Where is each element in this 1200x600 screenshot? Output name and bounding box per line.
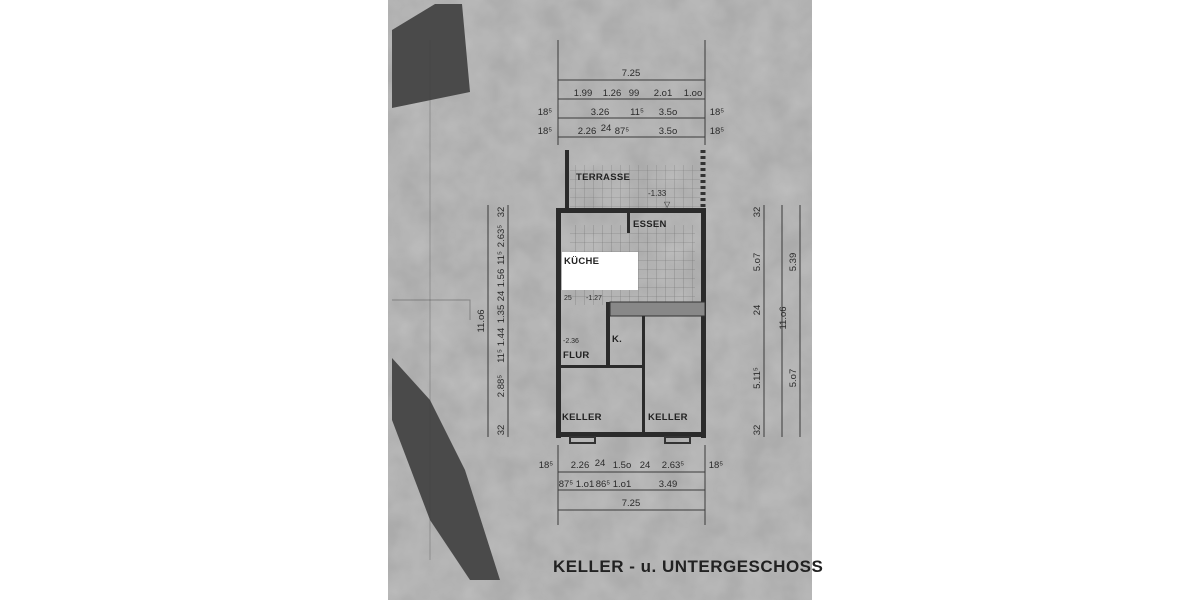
dim-label: 11⁵: [496, 251, 507, 265]
room-label-closet: K.: [612, 334, 622, 345]
dim-label: 99: [629, 88, 640, 99]
dim-label: 18⁵: [539, 460, 554, 471]
dim-label: 2.63⁵: [496, 225, 507, 247]
dim-label: 3.5o: [659, 126, 678, 137]
dim-top-overall: 7.25: [622, 68, 641, 79]
dim-label: 2.26: [578, 126, 597, 137]
level-hall: -2.36: [563, 338, 579, 345]
right-dimensions: 32 5.o7 24 5.11⁵ 32 11.o6 5.39 5.o7: [752, 205, 801, 437]
dim-label: 18⁵: [710, 126, 725, 137]
dim-label: 1.5o: [613, 460, 632, 471]
dim-label: 11⁵: [496, 349, 507, 363]
dim-label: 3.26: [591, 107, 610, 118]
dim-label: 5.39: [788, 253, 799, 272]
dim-label: 32: [752, 207, 763, 218]
dim-label: 1.44: [496, 328, 507, 347]
dim-label: 2.63⁵: [662, 460, 684, 471]
dim-label: 18⁵: [710, 107, 725, 118]
level-stair-top: -1.27: [586, 295, 602, 302]
dim-label: 24: [601, 123, 612, 134]
dim-label: 2.88⁵: [496, 375, 507, 397]
level-marker-icon: ▽: [664, 200, 671, 209]
room-label-cellar-right: KELLER: [648, 412, 688, 423]
dim-label: 2.o1: [654, 88, 673, 99]
dim-label: 18⁵: [538, 107, 553, 118]
drawing-title: KELLER - u. UNTERGESCHOSS: [553, 557, 823, 576]
dim-label: 1.99: [574, 88, 593, 99]
level-terrace: -1.33: [648, 189, 667, 198]
dim-label: 24: [752, 305, 763, 316]
dim-label: 32: [752, 425, 763, 436]
stair-width-label: 25: [564, 295, 572, 302]
dim-label: 5.11⁵: [752, 367, 763, 389]
building-outline: KÜCHE ESSEN FLUR K. KELLER KELLER 25 -1.…: [556, 208, 706, 444]
top-dimensions: 7.25 1.99 1.26 99 2.o1 1.oo 18⁵ 3.26 11⁵…: [538, 40, 725, 145]
dim-left-overall: 11.o6: [476, 309, 487, 332]
dim-label: 5.o7: [752, 253, 763, 272]
dim-label: 1.o1: [613, 479, 632, 490]
room-label-kitchen: KÜCHE: [564, 256, 599, 267]
room-label-dining: ESSEN: [633, 219, 667, 230]
terrace: TERRASSE -1.33 ▽: [565, 150, 706, 210]
dim-label: 87⁵: [559, 479, 574, 490]
dim-label: 86⁵: [596, 479, 611, 490]
dim-label: 3.49: [659, 479, 678, 490]
dim-label: 18⁵: [709, 460, 724, 471]
bottom-dimensions: 18⁵ 2.26 24 1.5o 24 2.63⁵ 18⁵ 87⁵ 1.o1 8…: [539, 445, 724, 525]
dim-label: 32: [496, 207, 507, 218]
dim-label: 2.26: [571, 460, 590, 471]
dim-label: 24: [640, 460, 651, 471]
room-label-cellar-left: KELLER: [562, 412, 602, 423]
left-dimensions: 11.o6 32 2.63⁵ 11⁵ 1.56 24 1.35 1.44 11⁵ 2.88⁵ 32: [476, 205, 509, 437]
room-label-hall: FLUR: [563, 350, 590, 361]
dim-label: 1.56: [496, 269, 507, 288]
dim-label: 3.5o: [659, 107, 678, 118]
dim-label: 5.o7: [788, 369, 799, 388]
dim-label: 32: [496, 425, 507, 436]
dim-label: 1.oo: [684, 88, 703, 99]
dim-right-overall: 11.o6: [778, 306, 789, 329]
dark-shape-bottom: [392, 358, 500, 580]
dim-label: 1.26: [603, 88, 622, 99]
dim-label: 11⁵: [630, 107, 644, 118]
dim-label: 24: [496, 291, 507, 302]
dark-shape-top: [392, 4, 470, 108]
dim-bottom-overall: 7.25: [622, 498, 641, 509]
dim-label: 1.o1: [576, 479, 595, 490]
redacted-area: [562, 252, 638, 290]
dim-label: 24: [595, 458, 606, 469]
dim-label: 18⁵: [538, 126, 553, 137]
dim-label: 1.35: [496, 305, 507, 324]
dim-label: 87⁵: [615, 126, 630, 137]
room-label-terrace: TERRASSE: [576, 172, 630, 183]
